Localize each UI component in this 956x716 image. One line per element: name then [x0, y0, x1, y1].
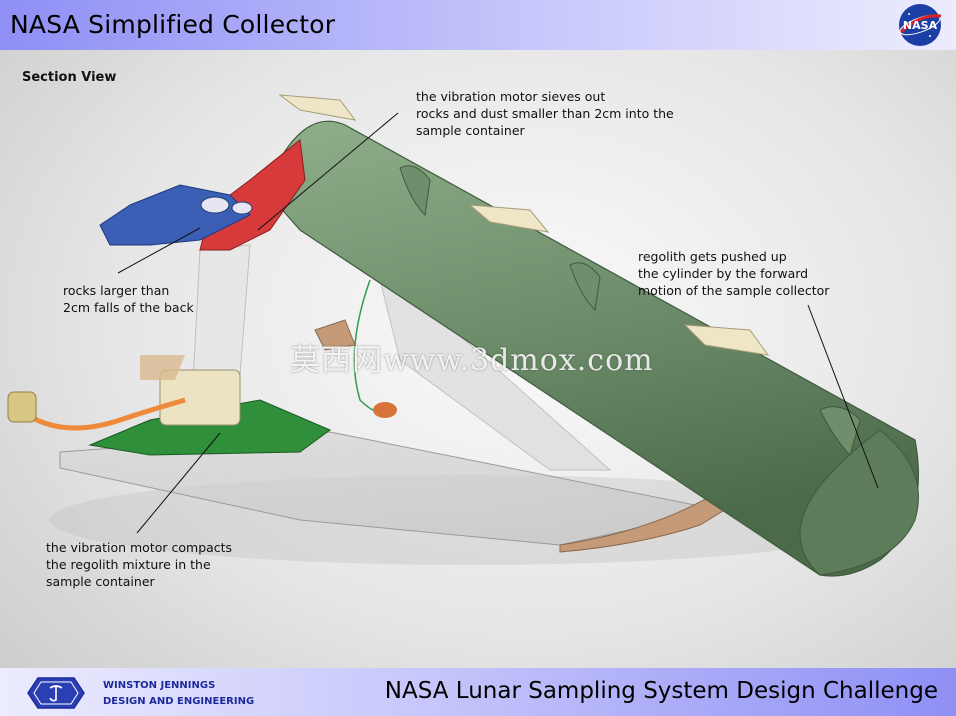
tube-mouth: [799, 429, 919, 576]
annotation-line: the vibration motor sieves out: [416, 89, 606, 104]
bracket-hole: [231, 201, 253, 215]
annotation-line: sample container: [46, 574, 155, 589]
flap: [140, 355, 185, 380]
tube-fin: [569, 262, 601, 312]
leader-line-sieve: [257, 112, 399, 231]
sample-container: [159, 369, 241, 426]
company-name-line: WINSTON JENNINGS: [103, 680, 216, 691]
tube-clamp: [468, 204, 550, 233]
tube-clamp: [683, 324, 770, 356]
footer-bar: WINSTON JENNINGS DESIGN AND ENGINEERING …: [0, 668, 956, 716]
cable-connector: [7, 391, 37, 423]
company-logo-icon: [27, 677, 85, 709]
annotation-line: rocks larger than: [63, 283, 170, 298]
annotation-line: regolith gets pushed up: [638, 249, 787, 264]
annotation-line: the vibration motor compacts: [46, 540, 233, 555]
annotation-line: the regolith mixture in the: [46, 557, 211, 572]
nasa-logo-text: NASA: [903, 19, 938, 32]
tube-clamp: [278, 94, 357, 121]
annotation-line: 2cm falls of the back: [63, 300, 194, 315]
bracket-hole: [200, 196, 230, 214]
nasa-logo-icon: NASA: [899, 4, 942, 46]
annotation-line: the cylinder by the forward: [638, 266, 809, 281]
header-bar: NASA Simplified Collector NASA: [0, 0, 956, 50]
annotation-rocks: rocks larger than 2cm falls of the back: [63, 282, 194, 316]
annotation-sieve: the vibration motor sieves out rocks and…: [416, 88, 674, 139]
motor-plate: [314, 319, 356, 351]
watermark-text: 莫西网www.3dmox.com: [290, 343, 654, 378]
power-cable: [18, 397, 186, 431]
annotation-line: motion of the sample collector: [638, 283, 830, 298]
annotation-regolith: regolith gets pushed up the cylinder by …: [638, 248, 829, 299]
company-name-line: DESIGN AND ENGINEERING: [103, 696, 255, 707]
leader-line-compact: [136, 432, 221, 534]
company-name: WINSTON JENNINGS DESIGN AND ENGINEERING: [103, 678, 254, 710]
tube-fin: [819, 406, 861, 456]
tube-fin: [399, 165, 431, 217]
green-base: [88, 399, 332, 456]
leader-line-regolith: [807, 304, 879, 489]
annotation-line: sample container: [416, 123, 525, 138]
section-view-label: Section View: [22, 70, 117, 85]
annotation-line: rocks and dust smaller than 2cm into the: [416, 106, 674, 121]
page-title: NASA Simplified Collector: [10, 10, 336, 39]
leader-line-rocks: [117, 227, 201, 274]
annotation-compact: the vibration motor compacts the regolit…: [46, 539, 232, 590]
vibration-motor: [373, 402, 397, 418]
footer-title: NASA Lunar Sampling System Design Challe…: [384, 678, 938, 704]
